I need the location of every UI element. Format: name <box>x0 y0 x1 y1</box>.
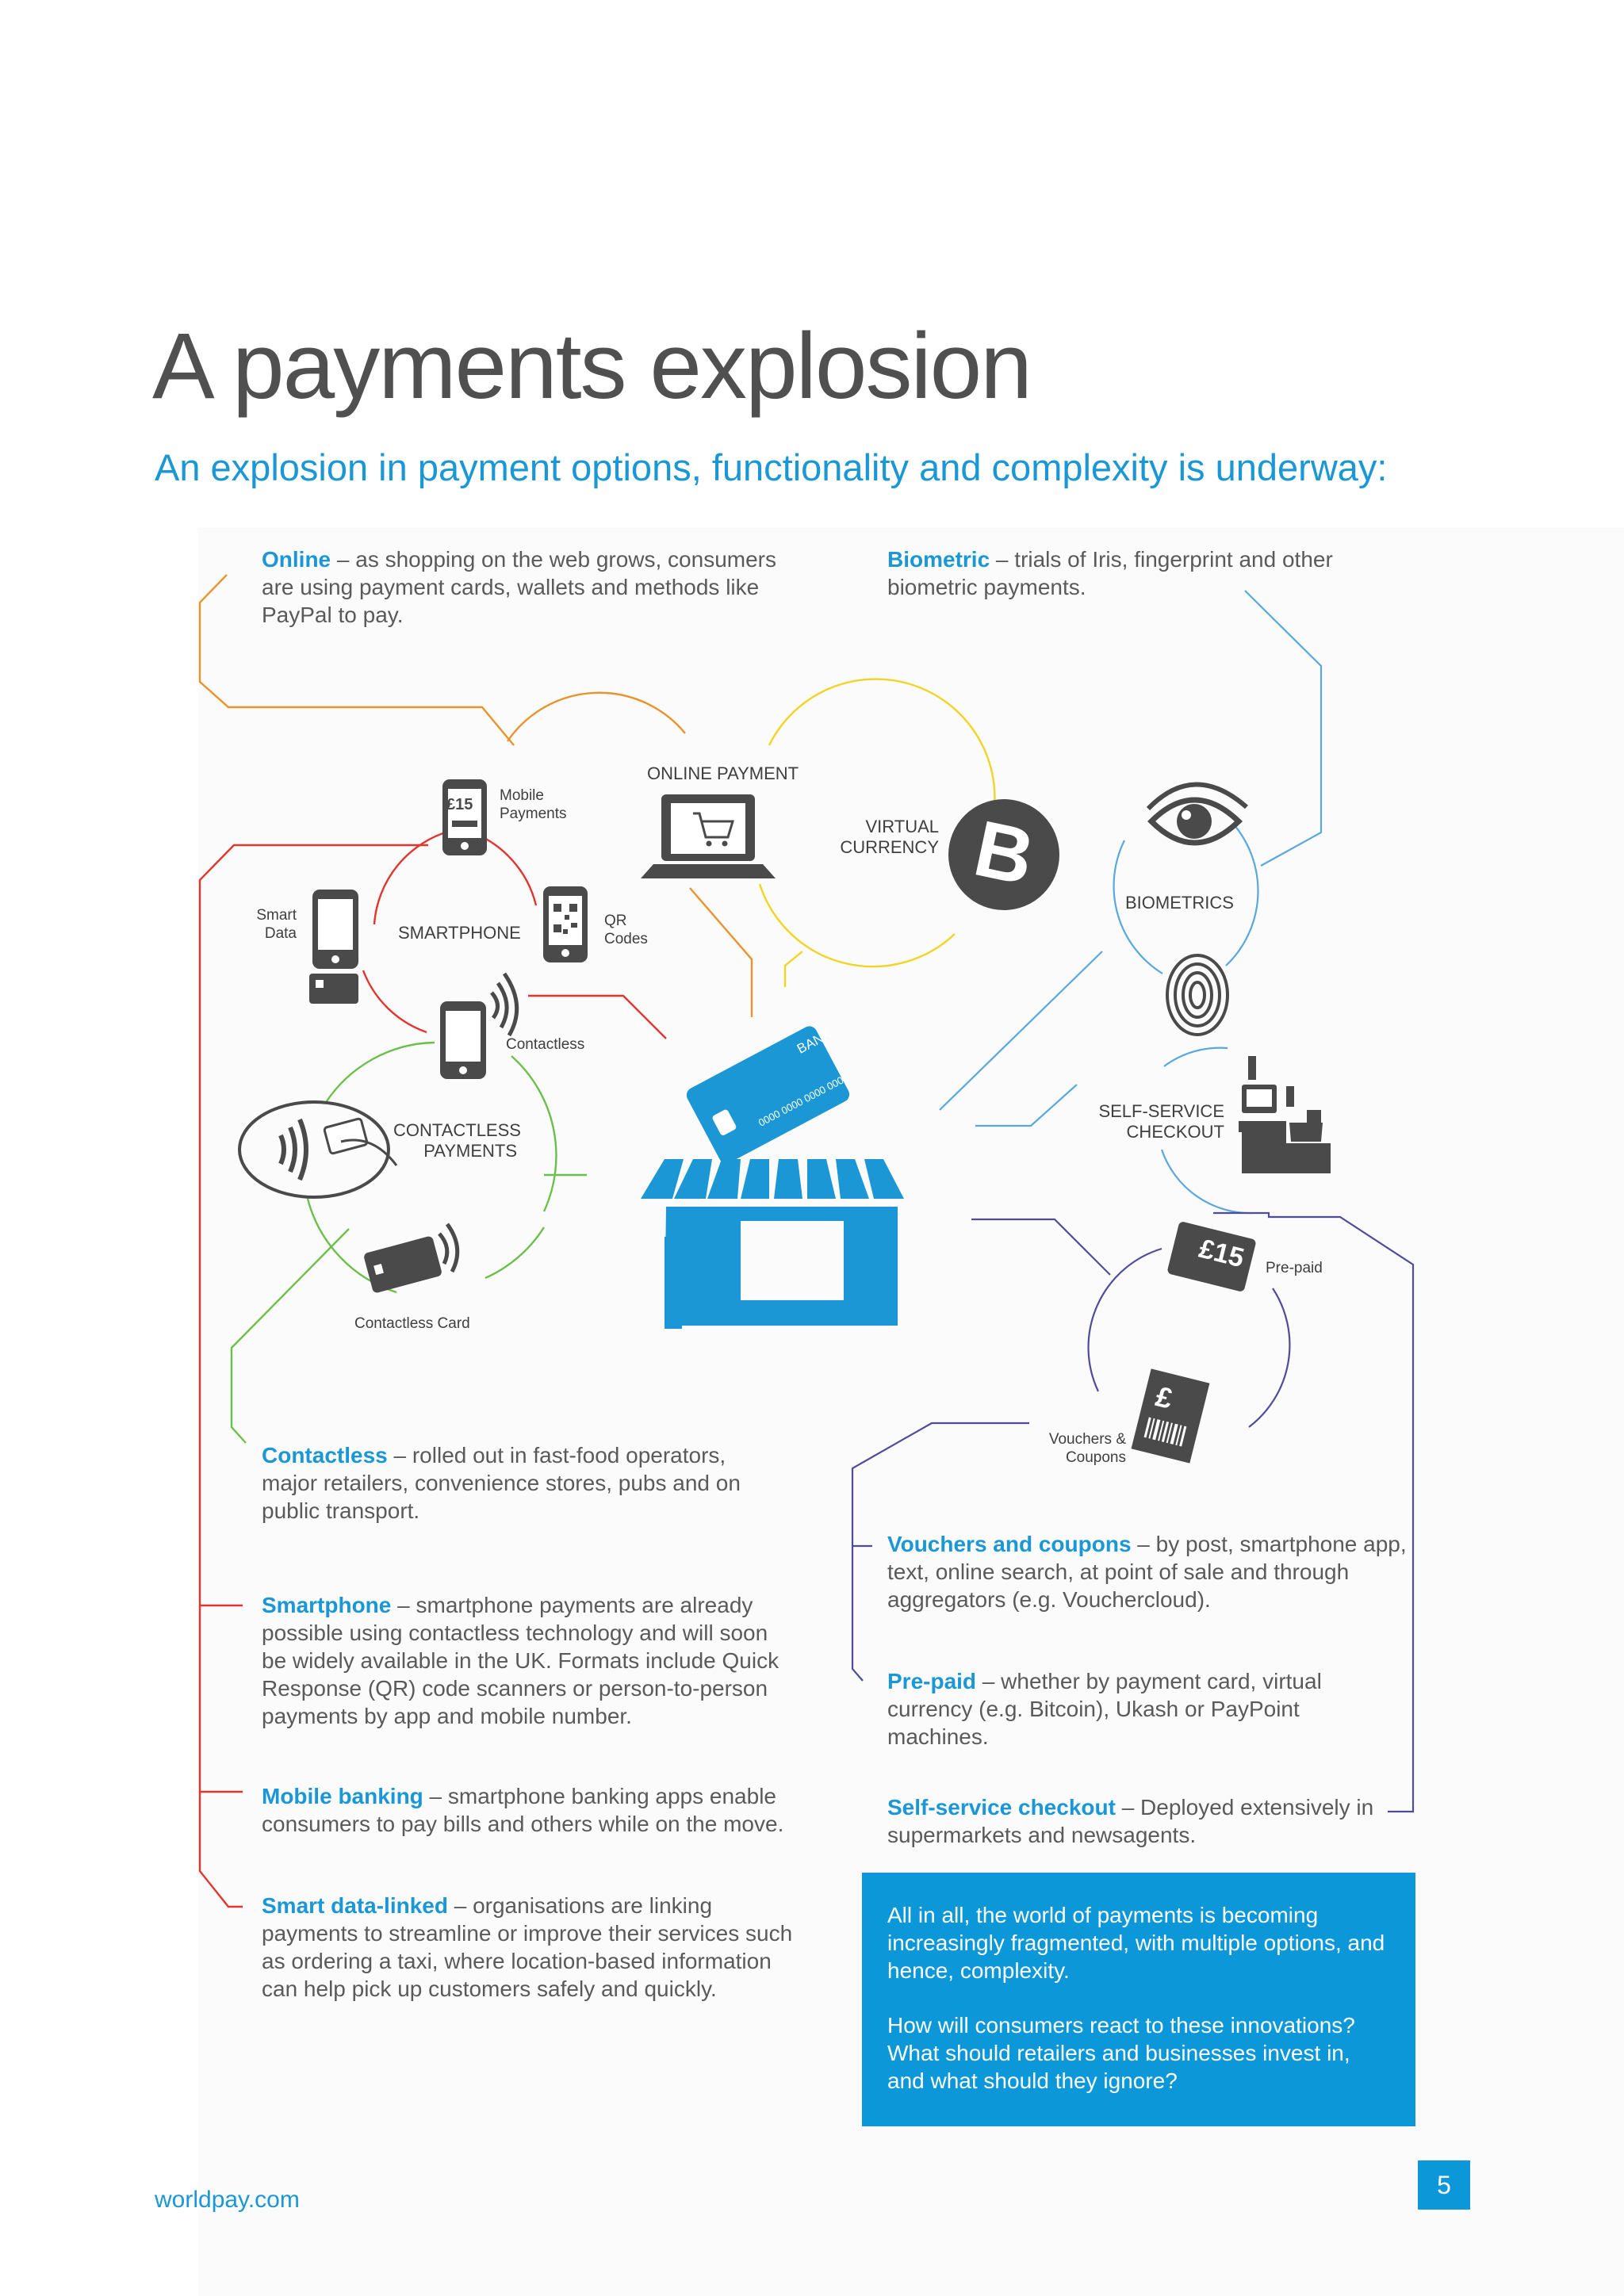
phone-qr-icon <box>543 886 588 962</box>
page-title: A payments explosion <box>152 314 1032 419</box>
smart-data-section: Smart data-linked – organisations are li… <box>262 1892 795 2003</box>
phone-mobile-payments-icon <box>442 779 487 855</box>
online-connectors <box>198 574 753 1017</box>
fingerprint-icon <box>1166 954 1229 1036</box>
prepaid-heading: Pre-paid <box>887 1669 977 1693</box>
smart-data-label-line1: Smart <box>256 907 297 924</box>
vouchers-coupons-label-line2: Coupons <box>1065 1449 1126 1466</box>
prepaid-label: Pre-paid <box>1266 1260 1323 1276</box>
eye-icon <box>1146 782 1248 846</box>
summary-box: All in all, the world of payments is bec… <box>862 1873 1415 2126</box>
summary-paragraph-1: All in all, the world of payments is bec… <box>887 1903 1385 1983</box>
mobile-banking-body: – smartphone banking apps enable consume… <box>262 1784 784 1836</box>
smartphone-section: Smartphone – smartphone payments are alr… <box>262 1591 795 1730</box>
contactless-phone-label: Contactless <box>506 1036 585 1053</box>
online-payment-label: ONLINE PAYMENT <box>647 763 799 783</box>
online-body: – as shopping on the web grows, consumer… <box>262 547 776 627</box>
biometrics-label: BIOMETRICS <box>1125 893 1234 913</box>
footer-url[interactable]: worldpay.com <box>155 2187 300 2213</box>
bank-card-icon <box>686 1026 850 1164</box>
mobile-banking-heading: Mobile banking <box>262 1784 423 1808</box>
virtual-currency-label: VIRTUAL CURRENCY <box>825 817 939 858</box>
smartphone-connectors <box>198 829 667 1908</box>
phone-amount-label: £15 <box>446 796 473 813</box>
smart-data-label-line2: Data <box>264 925 297 942</box>
self-service-body: – Deployed extensively in supermarkets a… <box>887 1795 1374 1847</box>
page-subtitle: An explosion in payment options, functio… <box>155 446 1388 488</box>
contactless-payments-label: CONTACTLESS PAYMENTS <box>393 1120 521 1161</box>
smart-data-label: Smart Data <box>254 906 297 943</box>
prepaid-body: – whether by payment card, virtual curre… <box>887 1669 1322 1749</box>
contactless-card-label: Contactless Card <box>354 1315 470 1332</box>
voucher-icon <box>1131 1368 1210 1464</box>
prepaid-connectors <box>851 1211 1415 1813</box>
mobile-payments-label-line1: Mobile <box>500 787 544 804</box>
biometric-heading: Biometric <box>887 547 990 572</box>
mobile-banking-section: Mobile banking – smartphone banking apps… <box>262 1782 795 1838</box>
phone-smart-data-icon <box>309 890 358 1004</box>
biometric-section: Biometric – trials of Iris, fingerprint … <box>887 545 1395 601</box>
phone-contactless-icon <box>440 972 519 1079</box>
checkout-kiosk-icon <box>1239 1056 1331 1173</box>
self-service-checkout-label-line2: CHECKOUT <box>1126 1122 1224 1142</box>
smartphone-label: SMARTPHONE <box>398 923 521 943</box>
contactless-card-icon <box>364 1223 460 1293</box>
online-section: Online – as shopping on the web grows, c… <box>262 545 795 629</box>
contactless-heading: Contactless <box>262 1443 388 1468</box>
qr-codes-label-line2: Codes <box>604 931 648 947</box>
smart-data-heading: Smart data-linked <box>262 1893 448 1918</box>
vouchers-coupons-label: Vouchers & Coupons <box>1031 1430 1126 1467</box>
biometric-body: – trials of Iris, fingerprint and other … <box>887 547 1333 599</box>
virtual-currency-label-line1: VIRTUAL <box>865 817 939 836</box>
page-number: 5 <box>1418 2160 1470 2210</box>
vouchers-section: Vouchers and coupons – by post, smartpho… <box>887 1530 1419 1613</box>
shop-icon <box>641 1159 904 1329</box>
bitcoin-icon: B <box>948 799 1059 910</box>
contactless-payments-label-line1: CONTACTLESS <box>393 1120 521 1140</box>
smartphone-heading: Smartphone <box>262 1593 392 1617</box>
vouchers-coupons-label-line1: Vouchers & <box>1048 1431 1126 1448</box>
contactless-section: Contactless – rolled out in fast-food op… <box>262 1441 787 1525</box>
vouchers-body: – by post, smartphone app, text, online … <box>887 1532 1407 1612</box>
smartphone-body: – smartphone payments are already possib… <box>262 1593 779 1728</box>
qr-codes-label: QR Codes <box>604 912 648 948</box>
contactless-payment-icon <box>238 1100 398 1199</box>
qr-codes-label-line1: QR <box>604 913 627 929</box>
self-service-section: Self-service checkout – Deployed extensi… <box>887 1793 1395 1849</box>
vouchers-heading: Vouchers and coupons <box>887 1532 1132 1556</box>
self-service-checkout-label: SELF-SERVICE CHECKOUT <box>1094 1101 1224 1142</box>
prepaid-section: Pre-paid – whether by payment card, virt… <box>887 1667 1395 1751</box>
prepaid-card-icon <box>1167 1222 1256 1292</box>
biometric-connectors <box>939 590 1323 1215</box>
self-service-heading: Self-service checkout <box>887 1795 1116 1820</box>
virtual-currency-connectors <box>758 678 996 987</box>
contactless-payments-label-line2: PAYMENTS <box>423 1141 517 1161</box>
laptop-icon <box>641 794 776 878</box>
summary-paragraph-2: How will consumers react to these innova… <box>887 2013 1355 2093</box>
contactless-body: – rolled out in fast-food operators, maj… <box>262 1443 741 1523</box>
self-service-checkout-label-line1: SELF-SERVICE <box>1098 1101 1224 1121</box>
smart-data-body: – organisations are linking payments to … <box>262 1893 793 2001</box>
mobile-payments-label: Mobile Payments <box>500 786 566 823</box>
virtual-currency-label-line2: CURRENCY <box>840 837 939 857</box>
online-heading: Online <box>262 547 331 572</box>
mobile-payments-label-line2: Payments <box>500 806 567 822</box>
